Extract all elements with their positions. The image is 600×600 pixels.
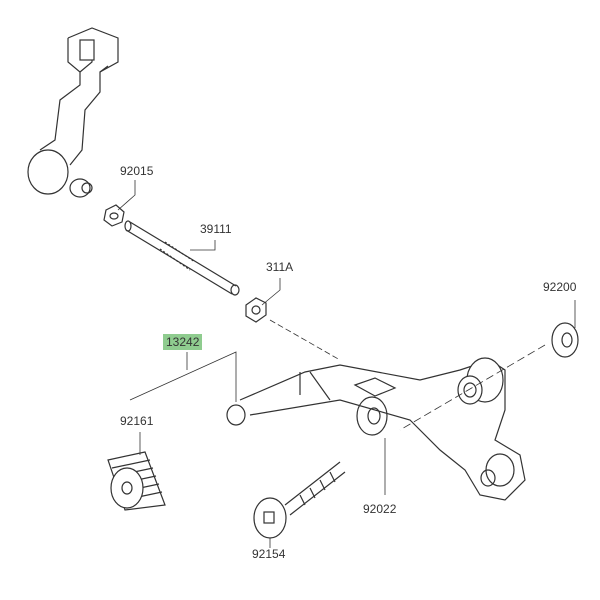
shift-pedal (226, 357, 526, 501)
shift-arm-part (27, 27, 119, 198)
part-label-92154[interactable]: 92154 (252, 547, 286, 561)
leader-lines (117, 180, 576, 548)
nut-92015 (103, 204, 125, 227)
rubber-92161 (107, 451, 166, 511)
part-label-92022[interactable]: 92022 (363, 502, 397, 516)
part-label-92200[interactable]: 92200 (543, 280, 577, 294)
washer-92022 (356, 396, 388, 436)
part-label-13242-highlighted[interactable]: 13242 (163, 334, 203, 350)
part-label-39111[interactable]: 39111 (200, 222, 232, 236)
bolt-92154 (253, 461, 346, 539)
rod-39111 (124, 220, 240, 296)
nut-311A (245, 297, 267, 323)
part-label-92015[interactable]: 92015 (120, 164, 154, 178)
part-label-92161[interactable]: 92161 (120, 414, 154, 428)
part-label-311A[interactable]: 311A (266, 260, 294, 274)
washer-92200 (551, 322, 579, 358)
